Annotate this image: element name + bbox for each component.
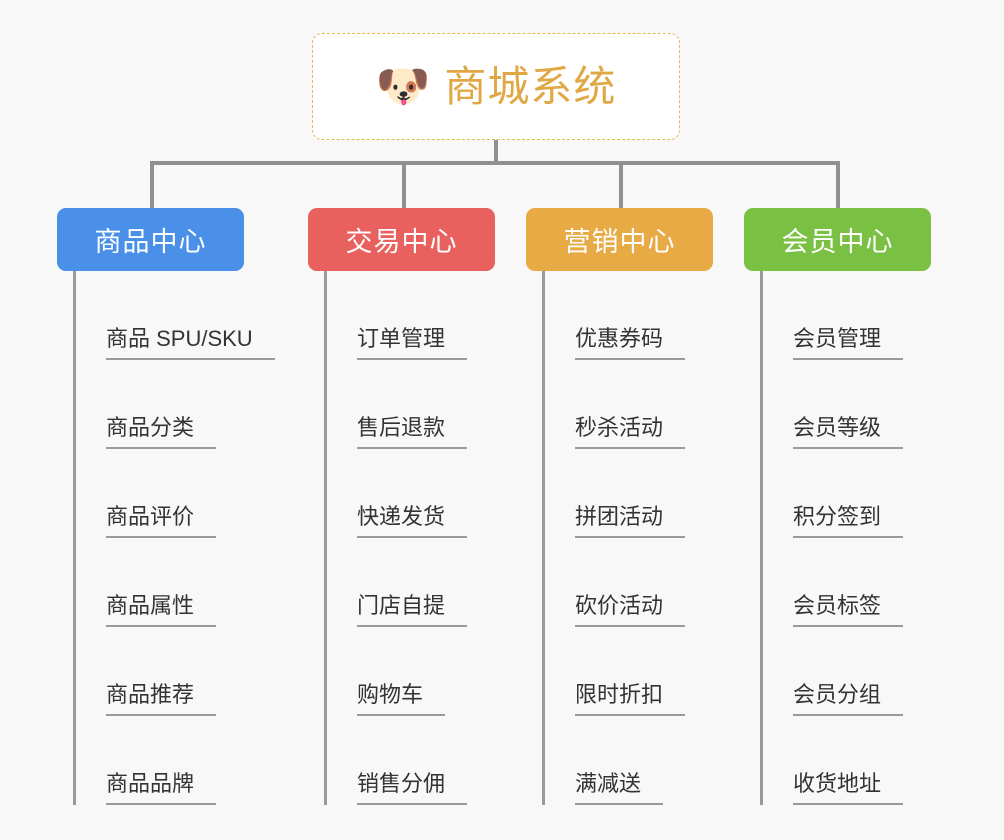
leaf-list-0: 商品 SPU/SKU 商品分类 商品评价 商品属性 商品推荐 商品品牌 xyxy=(73,271,275,805)
leaf-label: 购物车 xyxy=(357,682,446,716)
list-item[interactable]: 订单管理 xyxy=(327,271,495,360)
list-item[interactable]: 商品推荐 xyxy=(76,627,275,716)
list-item[interactable]: 秒杀活动 xyxy=(545,360,713,449)
connector-bus-bar xyxy=(150,161,840,165)
leaf-label: 收货地址 xyxy=(793,771,904,805)
connector-drop-0 xyxy=(150,161,154,209)
list-item[interactable]: 会员分组 xyxy=(763,627,931,716)
leaf-label: 秒杀活动 xyxy=(575,415,686,449)
leaf-label: 限时折扣 xyxy=(575,682,686,716)
connector-drop-1 xyxy=(402,161,406,209)
connector-drop-3 xyxy=(836,161,840,209)
leaf-label: 满减送 xyxy=(575,771,664,805)
list-item[interactable]: 商品属性 xyxy=(76,538,275,627)
list-item[interactable]: 会员标签 xyxy=(763,538,931,627)
list-item[interactable]: 商品分类 xyxy=(76,360,275,449)
leaf-label: 商品评价 xyxy=(106,504,217,538)
leaf-label: 会员管理 xyxy=(793,326,904,360)
leaf-label: 会员分组 xyxy=(793,682,904,716)
shiba-dog-icon: 🐶 xyxy=(375,60,431,112)
branch-column-2: 营销中心 优惠券码 秒杀活动 拼团活动 砍价活动 限时折扣 满减送 xyxy=(526,208,713,805)
root-node[interactable]: 🐶 商城系统 xyxy=(312,33,680,140)
branch-column-3: 会员中心 会员管理 会员等级 积分签到 会员标签 会员分组 收货地址 xyxy=(744,208,931,805)
list-item[interactable]: 优惠券码 xyxy=(545,271,713,360)
list-item[interactable]: 会员等级 xyxy=(763,360,931,449)
leaf-label: 门店自提 xyxy=(357,593,468,627)
leaf-label: 拼团活动 xyxy=(575,504,686,538)
list-item[interactable]: 会员管理 xyxy=(763,271,931,360)
connector-drop-2 xyxy=(619,161,623,209)
list-item[interactable]: 售后退款 xyxy=(327,360,495,449)
leaf-label: 商品属性 xyxy=(106,593,217,627)
leaf-label: 优惠券码 xyxy=(575,326,686,360)
branch-label-3: 会员中心 xyxy=(781,227,894,257)
leaf-label: 商品 SPU/SKU xyxy=(106,326,275,360)
leaf-label: 砍价活动 xyxy=(575,593,686,627)
leaf-list-1: 订单管理 售后退款 快递发货 门店自提 购物车 销售分佣 xyxy=(324,271,495,805)
branch-column-0: 商品中心 商品 SPU/SKU 商品分类 商品评价 商品属性 商品推荐 商品品牌 xyxy=(57,208,275,805)
leaf-label: 快递发货 xyxy=(357,504,468,538)
leaf-label: 会员标签 xyxy=(793,593,904,627)
leaf-label: 积分签到 xyxy=(793,504,904,538)
leaf-label: 会员等级 xyxy=(793,415,904,449)
connector-root-stem xyxy=(494,140,498,165)
leaf-label: 商品推荐 xyxy=(106,682,217,716)
list-item[interactable]: 限时折扣 xyxy=(545,627,713,716)
list-item[interactable]: 商品 SPU/SKU xyxy=(76,271,275,360)
branch-header-2[interactable]: 营销中心 xyxy=(526,208,713,271)
list-item[interactable]: 商品评价 xyxy=(76,449,275,538)
leaf-list-2: 优惠券码 秒杀活动 拼团活动 砍价活动 限时折扣 满减送 xyxy=(542,271,713,805)
leaf-label: 商品品牌 xyxy=(106,771,217,805)
leaf-label: 售后退款 xyxy=(357,415,468,449)
list-item[interactable]: 门店自提 xyxy=(327,538,495,627)
list-item[interactable]: 收货地址 xyxy=(763,716,931,805)
root-title: 商城系统 xyxy=(444,62,617,110)
branch-header-0[interactable]: 商品中心 xyxy=(57,208,244,271)
branch-label-2: 营销中心 xyxy=(563,227,676,257)
leaf-list-3: 会员管理 会员等级 积分签到 会员标签 会员分组 收货地址 xyxy=(760,271,931,805)
branch-header-3[interactable]: 会员中心 xyxy=(744,208,931,271)
list-item[interactable]: 拼团活动 xyxy=(545,449,713,538)
list-item[interactable]: 砍价活动 xyxy=(545,538,713,627)
list-item[interactable]: 快递发货 xyxy=(327,449,495,538)
branch-label-1: 交易中心 xyxy=(345,227,458,257)
branch-label-0: 商品中心 xyxy=(94,227,207,257)
list-item[interactable]: 满减送 xyxy=(545,716,713,805)
list-item[interactable]: 购物车 xyxy=(327,627,495,716)
list-item[interactable]: 销售分佣 xyxy=(327,716,495,805)
list-item[interactable]: 积分签到 xyxy=(763,449,931,538)
leaf-label: 商品分类 xyxy=(106,415,217,449)
list-item[interactable]: 商品品牌 xyxy=(76,716,275,805)
branch-column-1: 交易中心 订单管理 售后退款 快递发货 门店自提 购物车 销售分佣 xyxy=(308,208,495,805)
leaf-label: 销售分佣 xyxy=(357,771,468,805)
branch-header-1[interactable]: 交易中心 xyxy=(308,208,495,271)
leaf-label: 订单管理 xyxy=(357,326,468,360)
